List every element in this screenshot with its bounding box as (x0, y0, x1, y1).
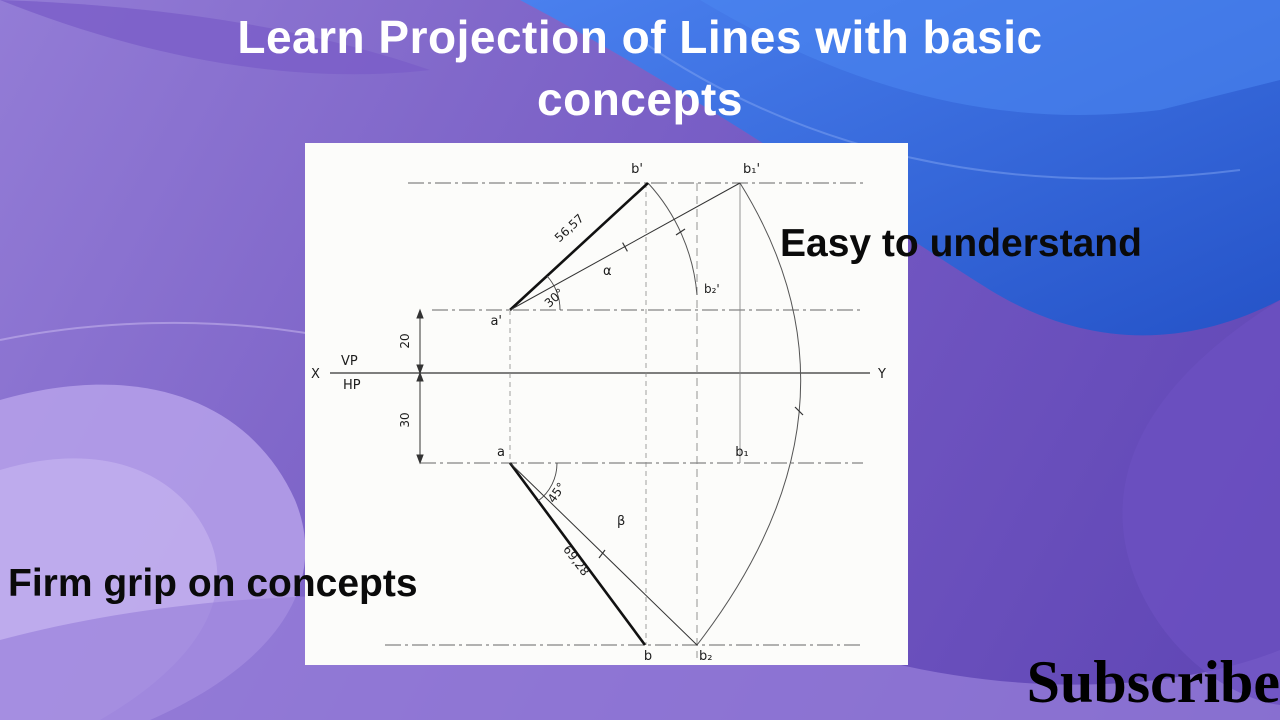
tick-front-aux (622, 242, 628, 252)
title-text: Learn Projection of Lines with basic con… (237, 11, 1043, 126)
label-true-length-front: 56,57 (552, 211, 587, 245)
label-a: a (497, 445, 505, 460)
label-x-end: X (311, 367, 320, 382)
front-rotation-arc (647, 182, 698, 296)
label-b2: b₂ (699, 649, 712, 664)
label-a-prime: a' (490, 314, 502, 329)
dim20-arrow-top (416, 308, 424, 319)
label-vp: VP (341, 354, 358, 369)
label-true-length-top: 69,28 (560, 543, 592, 579)
label-dim-20: 20 (398, 333, 412, 348)
tick-big-arc (794, 406, 804, 416)
subscribe-text: Subscribe (1026, 649, 1280, 715)
top-view-aux (509, 462, 698, 646)
label-beta: β (617, 514, 625, 529)
wave-topleft-purple (0, 0, 430, 75)
dim30-arrow-top (416, 371, 424, 382)
top-view-true-length (508, 462, 647, 646)
label-b1: b₁ (735, 445, 748, 460)
projection-of-lines-diagram: b' b₁' a' α 30° 56,57 b₂' VP HP X Y 20 3… (311, 162, 886, 664)
tick-marks (598, 228, 804, 559)
label-b1-prime: b₁' (743, 162, 760, 177)
label-dim-30: 30 (398, 412, 412, 427)
rotation-arcs (647, 182, 802, 646)
label-b: b (644, 649, 652, 664)
caption-easy-to-understand: Easy to understand (780, 222, 1142, 265)
label-b-prime: b' (631, 162, 643, 177)
label-alpha: α (603, 264, 612, 279)
wave-right-mid (1122, 300, 1280, 705)
dim30-arrow-bottom (416, 454, 424, 465)
label-hp: HP (343, 378, 361, 393)
tick-front-arc (675, 228, 686, 236)
tick-top-aux (598, 549, 606, 559)
label-y-end: Y (877, 367, 886, 382)
front-view-true-length (509, 182, 649, 311)
label-angle-front: 30° (542, 286, 567, 311)
dimension-lines (416, 308, 424, 465)
chain-lines (385, 182, 863, 646)
curve-line-topright (639, 39, 1241, 180)
label-angle-top: 45° (545, 480, 569, 505)
projector-lines (509, 183, 741, 658)
label-b2-prime: b₂' (704, 282, 720, 296)
diagram-panel: b' b₁' a' α 30° 56,57 b₂' VP HP X Y 20 3… (305, 143, 908, 665)
angle-arc-top (537, 462, 558, 502)
caption-firm-grip: Firm grip on concepts (8, 562, 418, 605)
angle-arcs (537, 275, 561, 502)
angle-arc-front (546, 275, 561, 311)
view-lines (508, 182, 741, 646)
wave-blue-sheen (700, 0, 1280, 116)
dim20-arrow-bottom (416, 364, 424, 375)
